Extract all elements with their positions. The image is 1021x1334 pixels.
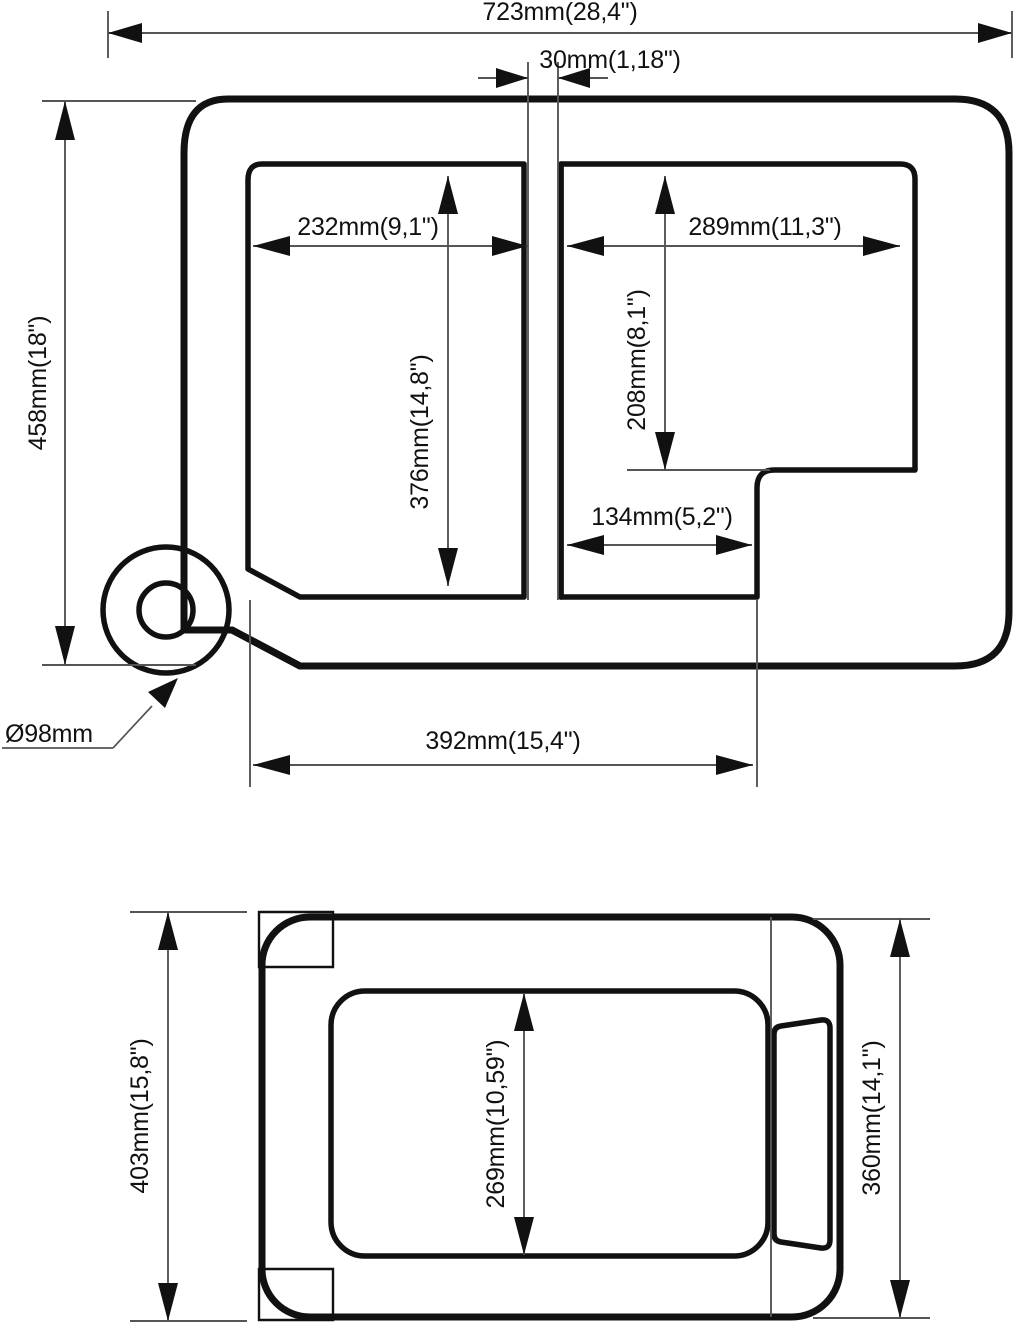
arrowhead-403-top	[158, 912, 178, 950]
dim-top-opening-depth: 269mm(10,59")	[482, 993, 534, 1255]
wheel-outer-circle	[100, 544, 232, 676]
arrowhead-269-top	[514, 993, 534, 1031]
arrowhead-360-top	[890, 919, 910, 957]
arrowhead-360-bottom	[890, 1280, 910, 1318]
arrowhead-376-bottom	[438, 548, 458, 586]
top-view-group: 403mm(15,8") 269mm(10,59") 360mm(14,1")	[126, 910, 930, 1322]
arrowhead-269-bottom	[514, 1217, 534, 1255]
top-view-handle	[771, 1017, 833, 1251]
wheel-hub-circle	[136, 580, 196, 640]
dim-step-width: 134mm(5,2")	[567, 503, 752, 555]
dim-top-overall-depth: 403mm(15,8")	[126, 911, 247, 1322]
arrowhead-232-left	[253, 236, 290, 256]
dim-label-left-width: 232mm(9,1")	[297, 213, 438, 241]
arrowhead-403-bottom	[158, 1283, 178, 1321]
arrowhead-134-left	[567, 535, 604, 555]
side-view-right-compartment	[558, 161, 918, 600]
dim-right-width: 289mm(11,3")	[567, 213, 900, 256]
arrowhead-wheel-leader	[148, 678, 178, 708]
dim-right-height: 208mm(8,1")	[623, 176, 770, 471]
arrowhead-289-right	[863, 236, 900, 256]
side-view-group: 723mm(28,4") 30mm(1,18") 458mm(18")	[2, 0, 1013, 787]
dim-top-body-depth: 360mm(14,1")	[813, 918, 930, 1319]
dim-label-top-opening-depth: 269mm(10,59")	[482, 1040, 510, 1209]
dim-label-step-width: 134mm(5,2")	[591, 503, 732, 531]
top-view-outer-body	[258, 913, 844, 1321]
arrowhead-392-left	[253, 755, 290, 775]
dim-label-center-gap: 30mm(1,18")	[539, 46, 680, 74]
dim-left-width: 232mm(9,1")	[253, 213, 528, 256]
dim-label-right-height: 208mm(8,1")	[623, 289, 651, 430]
dim-base-width: 392mm(15,4")	[249, 600, 758, 787]
arrowhead-208-bottom	[655, 432, 675, 470]
arrowhead-232-right	[492, 236, 528, 256]
dim-label-right-width: 289mm(11,3")	[688, 213, 841, 241]
dim-wheel-diameter: Ø98mm	[2, 678, 178, 749]
arrowhead-458-bottom	[55, 626, 75, 665]
dim-label-base-width: 392mm(15,4")	[425, 727, 580, 755]
arrowhead-208-top	[655, 176, 675, 214]
dim-label-overall-width: 723mm(28,4")	[482, 0, 637, 26]
arrowhead-right-723	[978, 23, 1012, 43]
top-view-lid-opening	[328, 988, 771, 1259]
dim-overall-width: 723mm(28,4")	[107, 0, 1013, 58]
side-view-outer-body	[180, 95, 1013, 670]
dim-label-top-overall-depth: 403mm(15,8")	[126, 1038, 154, 1193]
arrowhead-left-723	[108, 23, 142, 43]
dim-overall-height: 458mm(18")	[24, 100, 196, 666]
dim-label-overall-height: 458mm(18")	[24, 316, 52, 451]
arrowhead-458-top	[55, 101, 75, 140]
arrowhead-30-right	[558, 68, 590, 88]
arrowhead-30-left	[496, 68, 528, 88]
dim-label-top-body-depth: 360mm(14,1")	[858, 1040, 886, 1195]
top-view-tab-upper-left	[257, 910, 335, 969]
side-view-bottom-chamfer	[180, 626, 304, 670]
arrowhead-392-right	[716, 755, 753, 775]
leader-line-wheel	[112, 705, 153, 749]
dim-label-left-height: 376mm(14,8")	[406, 354, 434, 509]
dim-label-wheel-diameter: Ø98mm	[5, 720, 93, 748]
side-view-left-compartment	[245, 161, 527, 600]
arrowhead-134-right	[716, 535, 752, 555]
arrowhead-376-top	[438, 176, 458, 214]
dim-left-height: 376mm(14,8")	[406, 176, 458, 586]
arrowhead-289-left	[567, 236, 604, 256]
dim-center-gap: 30mm(1,18")	[478, 46, 681, 600]
